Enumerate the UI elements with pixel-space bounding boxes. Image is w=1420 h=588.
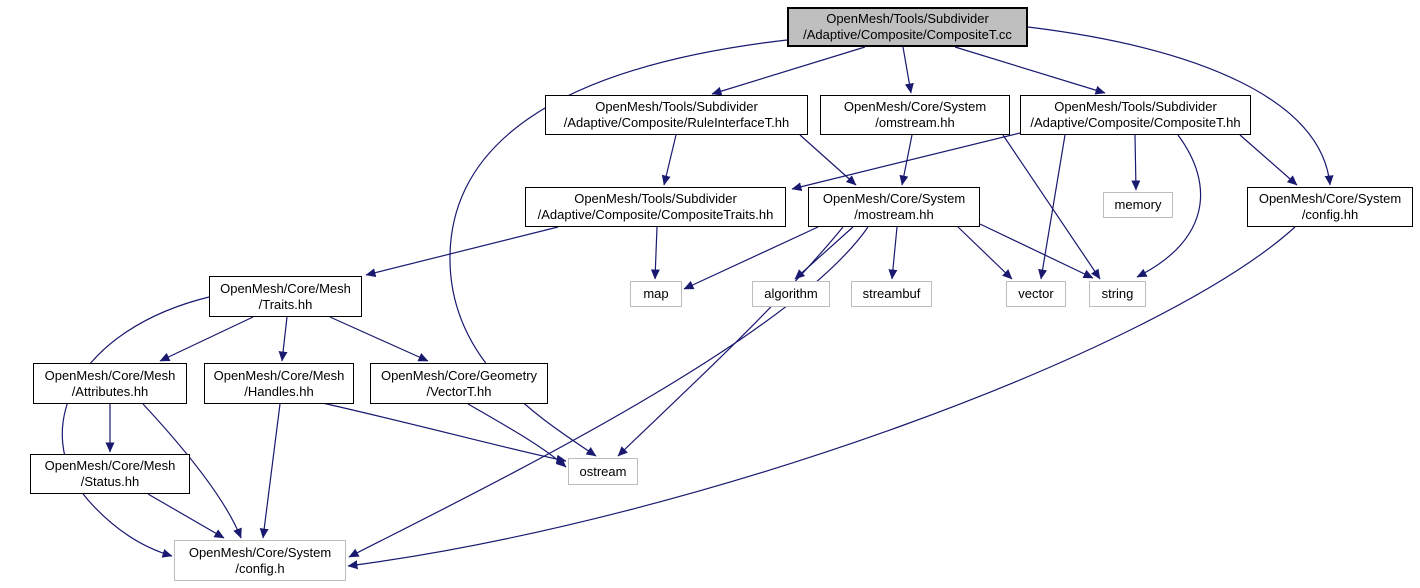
node-label: ostream <box>579 463 627 479</box>
edge-compositet-cc-to-ruleinterfacet-hh <box>711 46 866 96</box>
node-label: streambuf <box>862 286 921 301</box>
edge-traits-hh-to-handles-hh <box>278 316 288 362</box>
node-mostream-hh[interactable]: OpenMesh/Core/System/mostream.hh <box>808 187 980 227</box>
node-label: OpenMesh/Tools/Subdivider <box>826 11 989 26</box>
node-vectort-hh[interactable]: OpenMesh/Core/Geometry/VectorT.hh <box>370 363 548 404</box>
edge-compositet-cc-to-ostream <box>449 39 788 457</box>
node-ostream[interactable]: ostream <box>568 458 638 485</box>
edge-compositetraits-hh-to-map <box>650 226 660 280</box>
node-label: OpenMesh/Core/System <box>822 191 966 206</box>
node-label: /Handles.hh <box>244 383 314 399</box>
edge-omstream-hh-to-mostream-hh <box>899 134 913 186</box>
node-label: /Attributes.hh <box>71 383 149 399</box>
edge-vectort-hh-to-ostream <box>467 403 567 468</box>
node-label: OpenMesh/Core/Mesh <box>220 280 351 296</box>
edge-ruleinterfacet-hh-to-mostream-hh <box>799 134 857 186</box>
node-label: /Status.hh <box>80 474 140 489</box>
edge-mostream-hh-to-string <box>979 223 1094 279</box>
edge-compositet-hh-to-compositetraits-hh <box>791 132 1021 192</box>
node-ruleinterfacet-hh[interactable]: OpenMesh/Tools/Subdivider/Adaptive/Compo… <box>545 95 808 135</box>
edge-mostream-hh-to-ostream <box>617 226 844 457</box>
edge-compositet-hh-to-string <box>1136 134 1202 278</box>
node-attributes-hh[interactable]: OpenMesh/Core/Mesh/Attributes.hh <box>33 363 187 404</box>
node-label: OpenMesh/Core/Geometry <box>380 367 538 383</box>
node-map[interactable]: map <box>630 281 682 307</box>
edge-handles-hh-to-ostream <box>317 401 567 464</box>
node-label: /Traits.hh <box>258 296 313 312</box>
node-label: OpenMesh/Tools/Subdivider <box>1054 99 1217 114</box>
node-streambuf[interactable]: streambuf <box>851 281 932 307</box>
node-label: algorithm <box>764 286 818 301</box>
edge-mostream-hh-to-vector <box>957 226 1013 280</box>
edge-handles-hh-to-config-h <box>259 403 281 539</box>
edge-compositet-cc-to-config-hh <box>1027 26 1334 186</box>
node-label: /config.h <box>235 560 285 576</box>
node-label: OpenMesh/Core/System <box>188 544 332 560</box>
node-algorithm[interactable]: algorithm <box>752 281 830 307</box>
node-status-hh[interactable]: OpenMesh/Core/Mesh/Status.hh <box>30 454 190 494</box>
node-config-h[interactable]: OpenMesh/Core/System/config.h <box>174 540 346 581</box>
node-label: memory <box>1114 197 1162 212</box>
edge-traits-hh-to-vectort-hh <box>329 316 429 362</box>
node-label: OpenMesh/Tools/Subdivider <box>595 99 758 114</box>
node-label: OpenMesh/Core/Mesh <box>213 367 345 383</box>
edge-compositet-hh-to-vector <box>1038 134 1066 280</box>
node-compositetraits-hh[interactable]: OpenMesh/Tools/Subdivider/Adaptive/Compo… <box>525 187 786 227</box>
node-string[interactable]: string <box>1089 281 1146 307</box>
edge-mostream-hh-to-config-h <box>348 226 869 558</box>
edge-attributes-hh-to-config-h <box>142 403 242 539</box>
edge-config-hh-to-config-h <box>347 226 1296 570</box>
node-label: map <box>643 286 669 301</box>
node-config-hh[interactable]: OpenMesh/Core/System/config.hh <box>1247 187 1413 227</box>
edge-compositet-cc-to-compositet-hh <box>954 46 1106 95</box>
node-compositet-cc[interactable]: OpenMesh/Tools/Subdivider/Adaptive/Compo… <box>787 7 1028 47</box>
node-label: vector <box>1018 286 1054 301</box>
node-label: OpenMesh/Core/System <box>843 99 987 114</box>
node-omstream-hh[interactable]: OpenMesh/Core/System/omstream.hh <box>820 95 1010 135</box>
edge-compositet-cc-to-omstream-hh <box>902 46 914 94</box>
node-vector[interactable]: vector <box>1006 281 1066 307</box>
edge-mostream-hh-to-map <box>683 226 819 290</box>
node-label: /Adaptive/Composite/CompositeT.cc <box>803 27 1012 42</box>
node-label: /VectorT.hh <box>426 383 492 399</box>
node-label: string <box>1101 286 1134 301</box>
node-label: /Adaptive/Composite/RuleInterfaceT.hh <box>563 115 790 130</box>
edge-omstream-hh-to-string <box>1002 134 1101 280</box>
edge-mostream-hh-to-streambuf <box>888 226 898 280</box>
node-label: /Adaptive/Composite/CompositeTraits.hh <box>537 207 774 222</box>
edge-compositet-hh-to-memory <box>1131 134 1141 191</box>
node-handles-hh[interactable]: OpenMesh/Core/Mesh/Handles.hh <box>204 363 354 404</box>
node-compositet-hh[interactable]: OpenMesh/Tools/Subdivider/Adaptive/Compo… <box>1020 95 1251 135</box>
node-label: /Adaptive/Composite/CompositeT.hh <box>1030 115 1241 130</box>
node-label: OpenMesh/Tools/Subdivider <box>574 191 737 206</box>
node-label: /config.hh <box>1301 207 1359 222</box>
edge-ruleinterfacet-hh-to-compositetraits-hh <box>661 134 677 186</box>
edge-status-hh-to-config-h <box>147 493 225 539</box>
node-label: /omstream.hh <box>875 115 955 130</box>
edge-compositet-hh-to-config-hh <box>1239 134 1298 186</box>
node-label: OpenMesh/Core/System <box>1258 191 1402 206</box>
node-label: OpenMesh/Core/Mesh <box>44 367 176 383</box>
edge-compositetraits-hh-to-traits-hh <box>365 226 559 278</box>
node-traits-hh[interactable]: OpenMesh/Core/Mesh/Traits.hh <box>209 276 362 317</box>
node-memory[interactable]: memory <box>1103 192 1173 218</box>
node-label: OpenMesh/Core/Mesh <box>44 458 176 473</box>
node-label: /mostream.hh <box>854 207 934 222</box>
edge-mostream-hh-to-algorithm <box>794 226 854 280</box>
edge-traits-hh-to-attributes-hh <box>159 316 254 362</box>
